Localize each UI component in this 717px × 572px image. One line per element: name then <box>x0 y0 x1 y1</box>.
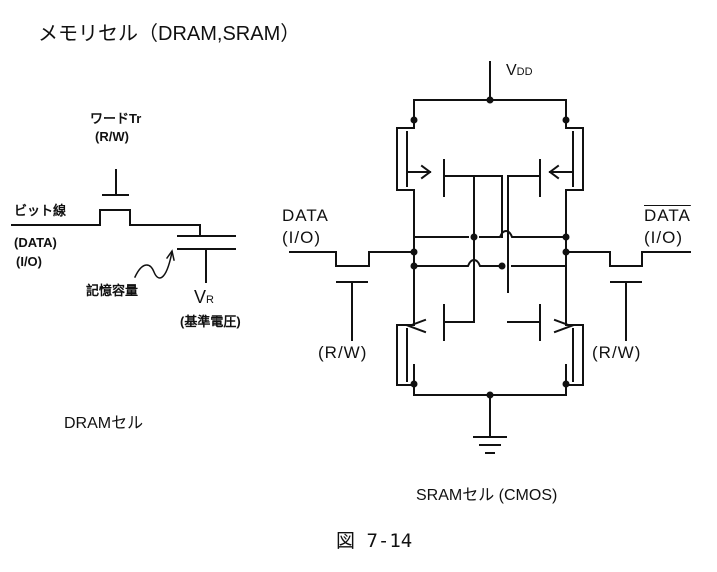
left-nmos <box>396 318 427 386</box>
bit-line-label: ビット線 <box>14 203 67 218</box>
cross-line-lower <box>413 259 567 267</box>
sram-rw-right-label: (R/W) <box>592 343 642 362</box>
cross-node-verticals <box>473 175 503 293</box>
junction-dots <box>410 96 570 399</box>
dram-cell-caption: DRAMセル <box>64 415 144 432</box>
capacitor-pointer-wave <box>134 251 173 279</box>
vdd-label: VDD <box>506 63 533 79</box>
capacitor-label: 記憶容量 <box>86 283 139 298</box>
sram-cell-caption: SRAMセル (CMOS) <box>416 487 558 504</box>
reference-voltage-label: (基準電圧) <box>180 314 241 329</box>
sram-data-bar-label: DATA <box>644 206 691 225</box>
cross-line-upper <box>413 230 567 238</box>
vr-sub: R <box>206 294 214 306</box>
sram-data-left-label: DATA <box>282 206 329 225</box>
dram-cell-schematic <box>11 169 236 283</box>
dram-capacitor <box>177 224 236 283</box>
vdd-main: V <box>506 62 517 79</box>
vdd-sub: DD <box>516 66 533 78</box>
right-pmos <box>548 127 584 191</box>
left-data-line <box>289 251 415 267</box>
right-data-line <box>565 251 691 267</box>
right-gates <box>507 159 541 341</box>
page-title: メモリセル（DRAM,SRAM） <box>38 23 301 45</box>
capacitor-pointer-arrowhead <box>165 249 175 261</box>
left-access-gate <box>336 281 368 341</box>
word-transistor-label: ワードTr <box>90 111 142 126</box>
ground-symbol <box>473 436 507 454</box>
right-access-gate <box>610 281 642 341</box>
vr-main: V <box>194 287 207 307</box>
sram-io-right-label: (I/O) <box>644 228 683 247</box>
left-pmos <box>396 127 432 191</box>
dram-rw-label: (R/W) <box>95 129 129 144</box>
right-nmos <box>553 318 584 386</box>
figure-number: 図 7-14 <box>336 530 413 552</box>
sram-rw-left-label: (R/W) <box>318 343 368 362</box>
dram-data-label: (DATA) <box>14 235 57 250</box>
dram-bit-line <box>11 209 201 226</box>
dram-word-gate <box>102 169 129 196</box>
sram-io-left-label: (I/O) <box>282 228 321 247</box>
dram-io-label: (I/O) <box>16 254 42 269</box>
vr-label: VR <box>194 288 214 306</box>
